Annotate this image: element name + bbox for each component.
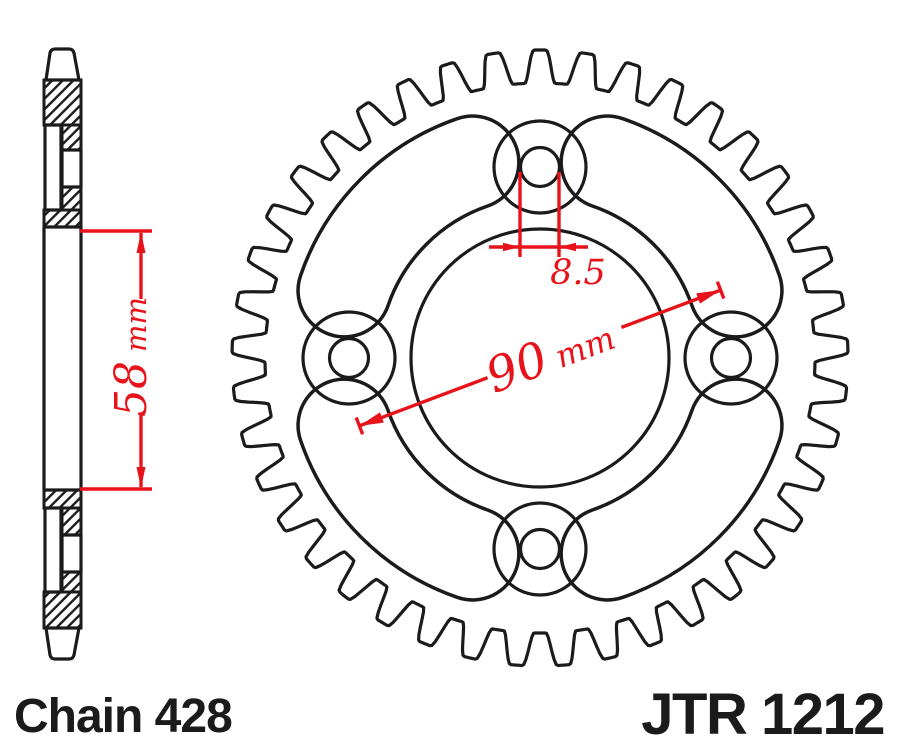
bolt-hole	[518, 145, 562, 189]
bolt-hole	[327, 336, 371, 380]
hub-section	[60, 506, 83, 537]
mounting-slot-cutout	[299, 117, 518, 336]
mounting-slot-cutout	[299, 380, 518, 599]
hub-section	[60, 570, 83, 594]
dimension-58-text: 58mm	[106, 297, 157, 417]
bolt-boss	[492, 119, 588, 215]
dimension-90-text: 90mm	[479, 306, 622, 405]
dimension-8-5-text: 8.5	[550, 253, 606, 293]
arrowhead-down-icon	[136, 467, 146, 488]
bolt-hole-bottom	[492, 501, 588, 597]
bolt-boss	[683, 310, 779, 406]
product-code-label: JTR 1212	[641, 682, 884, 747]
bolt-boss	[301, 310, 397, 406]
plate-web	[42, 225, 83, 492]
hub-recess	[43, 506, 63, 594]
side-section-view	[42, 47, 83, 661]
mounting-slots	[296, 114, 784, 602]
rim-section	[42, 488, 83, 510]
mounting-slot-cutout	[562, 380, 781, 599]
bolt-hole-right	[683, 310, 779, 406]
bolt-hole-section	[60, 533, 83, 574]
rim-section	[42, 208, 83, 229]
dimension-tick	[715, 281, 726, 300]
bolt-hole	[518, 527, 562, 571]
hub-section	[60, 123, 83, 152]
tooth-profile-bottom	[44, 626, 81, 661]
dimension-bolt-hole: 8.5	[489, 172, 606, 293]
bolt-hole-left	[301, 310, 397, 406]
tooth-profile-top	[44, 47, 81, 82]
center-bore	[409, 227, 671, 489]
rim-section	[42, 590, 83, 630]
sprocket-front-view	[230, 48, 850, 668]
arrowhead-lower-left-icon	[359, 412, 384, 426]
dimension-bolt-circle: 90mm	[354, 281, 726, 435]
arrowhead-up-icon	[136, 232, 146, 253]
bolt-hole	[709, 336, 753, 380]
dimension-hub-offset: 58mm	[80, 229, 157, 491]
hub-recess	[43, 123, 63, 212]
bolt-hole-top	[492, 119, 588, 215]
bolt-boss	[492, 501, 588, 597]
bolt-hole-section	[60, 148, 83, 189]
arrowhead-right-icon	[503, 242, 520, 252]
arrowhead-upper-right-icon	[696, 290, 721, 304]
gear-outline	[230, 48, 850, 668]
rim-section	[42, 78, 83, 127]
mounting-slot-cutout	[562, 117, 781, 336]
hub-section	[60, 185, 83, 212]
dimension-tick	[354, 416, 365, 435]
chain-size-label: Chain 428	[14, 690, 232, 743]
arrowhead-left-icon	[559, 242, 576, 252]
